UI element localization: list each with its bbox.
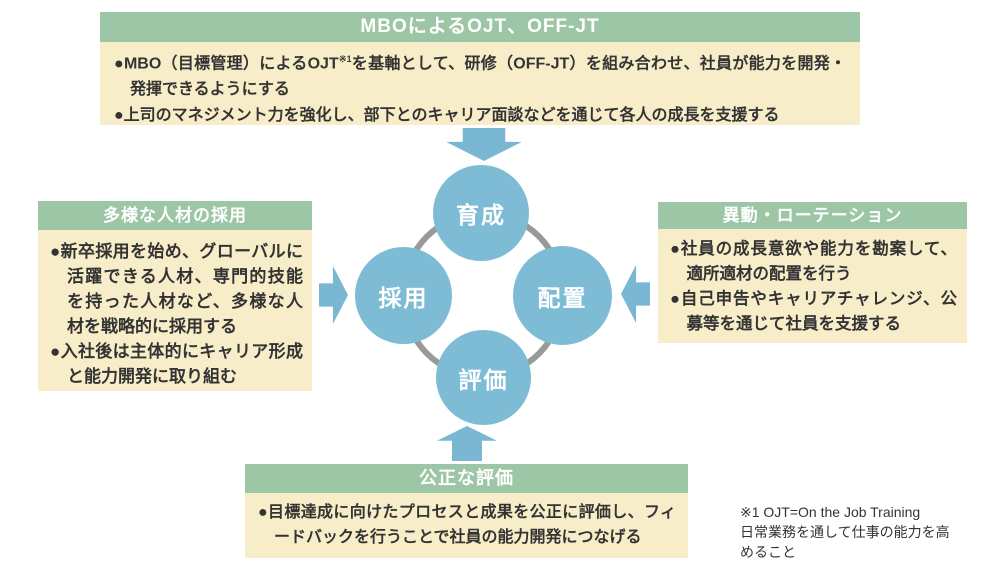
cycle-node-recruitment: 採用 xyxy=(355,247,452,344)
bullet-item-text: ●MBO（目標管理）によるOJT xyxy=(114,55,339,73)
box-mbo-ojt-body: ●MBO（目標管理）によるOJT※1を基軸として、研修（OFF-JT）を組み合わ… xyxy=(100,42,860,125)
arrow-down-icon xyxy=(446,128,522,161)
bullet-item-text: を基軸として、研修（OFF-JT）を組み合わせ、社員が能力を開発・発揮できるよう… xyxy=(130,55,846,99)
box-fair-evaluation-title: 公正な評価 xyxy=(245,464,688,493)
box-rotation-title: 異動・ローテーション xyxy=(658,202,967,229)
box-diverse-hiring: 多様な人材の採用 ●新卒採用を始め、グローバルに活躍できる人材、専門的技能を持っ… xyxy=(38,201,312,391)
arrow-right-icon xyxy=(319,266,348,324)
bullet-item: ●MBO（目標管理）によるOJT※1を基軸として、研修（OFF-JT）を組み合わ… xyxy=(114,46,846,103)
bullet-item: ●上司のマネジメント力を強化し、部下とのキャリア面談などを通じて各人の成長を支援… xyxy=(114,107,780,125)
bullet-item: ●入社後は主体的にキャリア形成と能力開発に取り組む xyxy=(50,342,303,386)
box-mbo-ojt: MBOによるOJT、OFF-JT ●MBO（目標管理）によるOJT※1を基軸とし… xyxy=(100,12,860,125)
bullet-item: ●社員の成長意欲や能力を勘案して、適所適材の配置を行う xyxy=(670,240,957,283)
box-fair-evaluation: 公正な評価 ●目標達成に向けたプロセスと成果を公正に評価し、フィードバックを行う… xyxy=(245,464,688,558)
cycle-node-evaluation: 評価 xyxy=(436,330,531,425)
box-mbo-ojt-title: MBOによるOJT、OFF-JT xyxy=(100,12,860,42)
footnote-reference: ※1 xyxy=(338,54,352,64)
arrow-left-icon xyxy=(621,265,650,323)
cycle-node-placement: 配置 xyxy=(513,246,612,345)
box-rotation-body: ●社員の成長意欲や能力を勘案して、適所適材の配置を行う ●自己申告やキャリアチャ… xyxy=(658,229,967,343)
bullet-item: ●目標達成に向けたプロセスと成果を公正に評価し、フィードバックを行うことで社員の… xyxy=(258,504,676,546)
box-rotation: 異動・ローテーション ●社員の成長意欲や能力を勘案して、適所適材の配置を行う ●… xyxy=(658,202,967,343)
cycle-node-development: 育成 xyxy=(433,165,529,261)
box-fair-evaluation-body: ●目標達成に向けたプロセスと成果を公正に評価し、フィードバックを行うことで社員の… xyxy=(245,493,688,558)
footnote: ※1 OJT=On the Job Training 日常業務を通して仕事の能力… xyxy=(740,504,950,560)
bullet-item: ●新卒採用を始め、グローバルに活躍できる人材、専門的技能を持った人材など、多様な… xyxy=(50,242,303,336)
bullet-item: ●自己申告やキャリアチャレンジ、公募等を通じて社員を支援する xyxy=(670,290,957,333)
box-diverse-hiring-body: ●新卒採用を始め、グローバルに活躍できる人材、専門的技能を持った人材など、多様な… xyxy=(38,230,312,391)
box-diverse-hiring-title: 多様な人材の採用 xyxy=(38,201,312,230)
arrow-up-icon xyxy=(437,426,497,461)
